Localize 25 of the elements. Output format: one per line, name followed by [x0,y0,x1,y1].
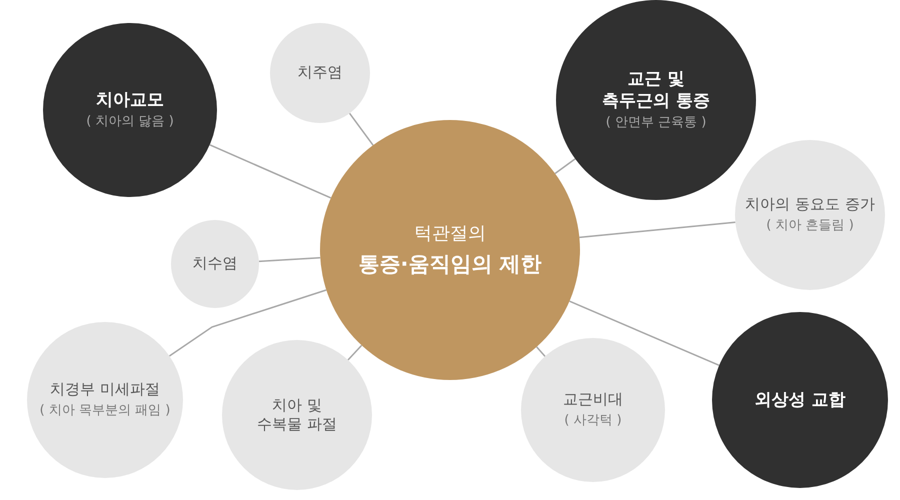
node-title: 치아 및 수복물 파절 [256,396,338,434]
connector-line [209,144,332,199]
node-title: 교근비대 [563,390,623,410]
node-title: 교근 및 측두근의 통증 [601,68,711,112]
node-subtitle: ( 치아 목부분의 패임 ) [40,402,170,420]
node-title: 외상성 교합 [754,388,846,412]
connector-line [347,344,362,361]
node-subtitle: ( 사각턱 ) [564,412,622,430]
connector-line [349,112,374,146]
node-subtitle: ( 치아의 닳음 ) [86,114,174,131]
node-title: 치아교모 [96,89,164,112]
node-title: 치주염 [298,63,342,83]
node-title: 치경부 미세파절 [50,380,160,400]
connector-line [579,222,736,238]
connector-line [554,158,576,174]
node-subtitle: 통증·움직임의 제한 [358,251,542,278]
node-title: 치아의 동요도 증가 [745,195,875,215]
connector-line [258,256,320,262]
node-title: 턱관절의 [414,222,486,246]
connector-line [536,346,546,357]
node-title: 치수염 [192,254,238,274]
connector-line [169,289,327,357]
node-subtitle: ( 안면부 근육통 ) [606,115,706,132]
connector-line [569,300,720,366]
node-subtitle: ( 치아 흔들림 ) [766,218,854,235]
